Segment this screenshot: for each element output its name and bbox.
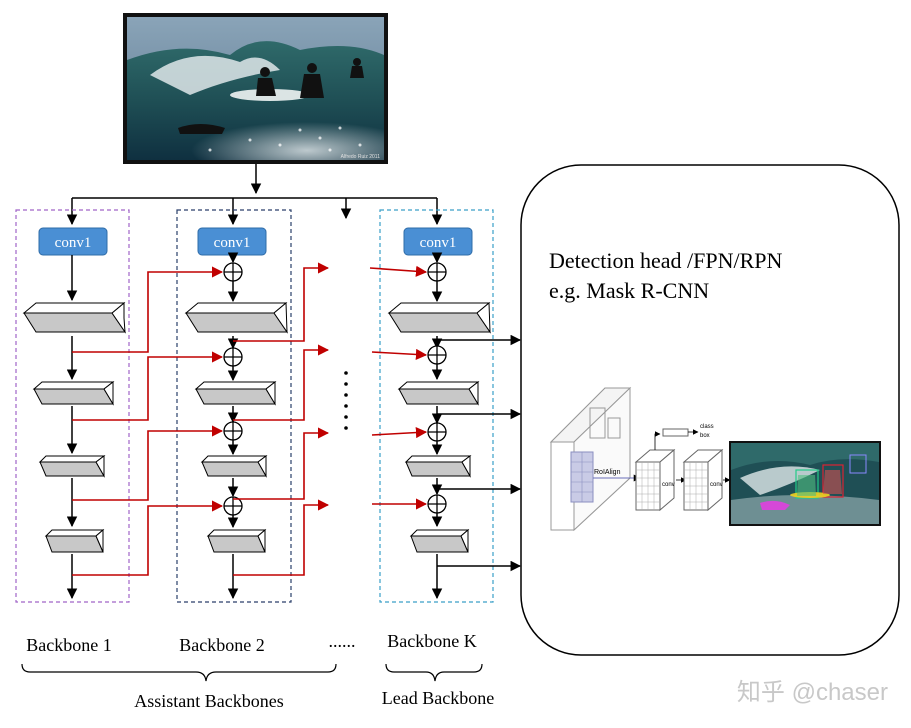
- stage-block: [397, 380, 480, 406]
- stage-block: [22, 301, 126, 334]
- backbone-2: conv1: [184, 227, 288, 600]
- detection-head-box: [520, 164, 900, 656]
- conv-feature-b: [682, 448, 724, 512]
- stage-block: [206, 528, 267, 553]
- vertical-ellipsis: [344, 371, 348, 430]
- conv1-label: conv1: [420, 235, 457, 251]
- conv-label-b: conv: [710, 482, 723, 488]
- backbone-2-frame: [176, 209, 292, 603]
- conv-label-a: conv: [662, 482, 675, 488]
- stage-block: [32, 380, 115, 406]
- backbone-1-label: Backbone 1: [26, 635, 111, 655]
- stage-block: [44, 528, 105, 553]
- box-label: box: [700, 433, 710, 439]
- sum-node: [427, 345, 447, 365]
- sum-node: [427, 494, 447, 514]
- backbone-2-label: Backbone 2: [179, 635, 264, 655]
- stage-block: [38, 455, 106, 478]
- stage-block: [409, 528, 470, 553]
- sum-node: [223, 421, 243, 441]
- conv-feature-a: [634, 448, 676, 512]
- stage-block: [387, 301, 491, 334]
- assistant-brace: [21, 663, 337, 682]
- conv1-label: conv1: [55, 235, 92, 251]
- assistant-backbones-label: Assistant Backbones: [134, 691, 283, 711]
- sum-node: [223, 262, 243, 282]
- class-label: class: [700, 424, 714, 430]
- detection-result-image: [729, 441, 881, 526]
- stage-block: [404, 455, 472, 478]
- conv1-label: conv1: [214, 235, 251, 251]
- stage-block: [194, 380, 277, 406]
- conv1-block: [38, 227, 108, 256]
- backbone-1-frame: [15, 209, 130, 603]
- backbone-k-label: Backbone K: [387, 631, 476, 651]
- sum-node: [427, 262, 447, 282]
- input-distribution-arrows: [66, 164, 443, 226]
- sum-node: [223, 347, 243, 367]
- lead-brace: [385, 663, 483, 682]
- roialign-label: RoIAlign: [594, 469, 621, 476]
- backbone-k: conv1: [387, 227, 491, 600]
- horizontal-ellipsis: ......: [329, 631, 356, 651]
- photo-credit: Alfredo Ruiz 2011: [341, 154, 381, 160]
- backbone-1: conv1: [22, 227, 126, 600]
- detection-head-subtitle: e.g. Mask R-CNN: [549, 278, 709, 303]
- stage-block: [200, 455, 268, 478]
- stage-block: [184, 301, 288, 334]
- surf-photo: Alfredo Ruiz 2011: [123, 13, 388, 164]
- backbone-k-frame: [379, 209, 494, 603]
- feature-outputs: [437, 334, 522, 572]
- sum-node: [427, 422, 447, 442]
- mask-rcnn-inset: RoIAlign conv conv class: [549, 386, 881, 532]
- detection-head-title: Detection head /FPN/RPN: [549, 248, 783, 273]
- lead-backbone-label: Lead Backbone: [382, 688, 494, 708]
- composite-connections: [72, 262, 428, 576]
- watermark: 知乎 @chaser: [737, 679, 888, 706]
